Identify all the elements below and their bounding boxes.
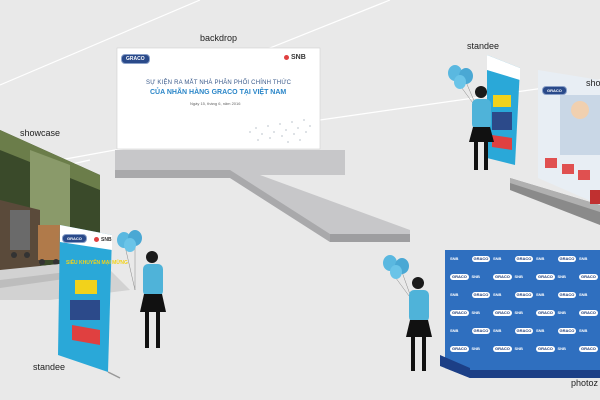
photowall-snb-logo: SNB (514, 274, 523, 279)
label-backdrop: backdrop (200, 33, 238, 43)
standee-graco-logo: GRACO (62, 234, 87, 243)
photowall-snb-logo: SNB (493, 328, 502, 333)
backdrop-board (116, 47, 321, 150)
photowall-snb-logo: SNB (493, 256, 502, 261)
photowall-snb-logo: SNB (579, 292, 588, 297)
photowall-snb-logo: SNB (536, 256, 545, 261)
staff-left (140, 251, 166, 348)
photowall-graco-logo: GRACO (536, 274, 555, 280)
photowall-graco-logo: GRACO (579, 346, 598, 352)
top-standee-graphic (487, 55, 520, 165)
label-showcase: showcase (20, 128, 61, 138)
label-showroom: sho (586, 78, 600, 88)
backdrop-date: Ngày 15, tháng 6, năm 2016 (190, 101, 241, 106)
photowall-snb-logo: SNB (471, 310, 480, 315)
photowall-graco-logo: GRACO (450, 346, 469, 352)
photowall-graco-logo: GRACO (493, 310, 512, 316)
photowall-snb-logo: SNB (450, 256, 459, 261)
photowall-graco-logo: GRACO (471, 256, 491, 262)
photowall-snb-logo: SNB (579, 256, 588, 261)
left-standee-graphic (58, 225, 121, 379)
photowall-graco-logo: GRACO (514, 256, 534, 262)
balloons-left (117, 230, 142, 291)
staff-top (469, 86, 494, 170)
photowall-board (440, 250, 600, 378)
backdrop-title-line1: SỰ KIỆN RA MẮT NHÀ PHÂN PHỐI CHÍNH THỨC (146, 80, 292, 86)
standee-headline: SIÊU KHUYẾN MẠI MỪNG (66, 260, 128, 266)
photowall-graco-logo: GRACO (471, 292, 491, 298)
photowall-graco-logo: GRACO (493, 346, 512, 352)
balloons-right (383, 255, 413, 301)
photowall-graco-logo: GRACO (450, 274, 469, 280)
photowall-graco-logo: GRACO (579, 274, 598, 280)
photowall-snb-logo: SNB (493, 292, 502, 297)
standee-snb-logo: SNB (94, 237, 112, 243)
photowall-snb-logo: SNB (450, 292, 459, 297)
photowall-graco-logo: GRACO (536, 346, 555, 352)
backdrop-graco-logo: GRACO (121, 54, 150, 64)
photowall-snb-logo: SNB (514, 346, 523, 351)
photowall-snb-logo: SNB (536, 328, 545, 333)
photowall-graco-logo: GRACO (450, 310, 469, 316)
photowall-snb-logo: SNB (557, 274, 566, 279)
photowall-graco-logo: GRACO (557, 328, 577, 334)
staff-right (406, 277, 432, 371)
photowall-graco-logo: GRACO (471, 328, 491, 334)
photowall-snb-logo: SNB (514, 310, 523, 315)
label-photowall: photoz (571, 378, 599, 388)
photowall-snb-logo: SNB (579, 328, 588, 333)
backdrop-snb-logo: SNB (284, 54, 306, 61)
photowall-graco-logo: GRACO (557, 256, 577, 262)
backdrop-title-line2: CỦA NHÃN HÀNG GRACO TẠI VIỆT NAM (150, 89, 287, 96)
photowall-graco-logo: GRACO (493, 274, 512, 280)
label-standee-bottom: standee (33, 362, 66, 372)
photowall-graco-logo: GRACO (514, 328, 534, 334)
photowall-snb-logo: SNB (557, 346, 566, 351)
photowall-graco-logo: GRACO (579, 310, 598, 316)
showroom-graco-logo: GRACO (542, 86, 567, 95)
label-standee-top: standee (467, 41, 500, 51)
photowall-snb-logo: SNB (557, 310, 566, 315)
runway-stage (115, 150, 410, 242)
photowall-graco-logo: GRACO (514, 292, 534, 298)
photowall-snb-logo: SNB (471, 346, 480, 351)
balloons-top (448, 65, 479, 111)
photowall-snb-logo: SNB (471, 274, 480, 279)
photowall-snb-logo: SNB (536, 292, 545, 297)
photowall-snb-logo: SNB (450, 328, 459, 333)
showroom-booth (510, 70, 600, 225)
photowall-graco-logo: GRACO (557, 292, 577, 298)
photowall-graco-logo: GRACO (536, 310, 555, 316)
